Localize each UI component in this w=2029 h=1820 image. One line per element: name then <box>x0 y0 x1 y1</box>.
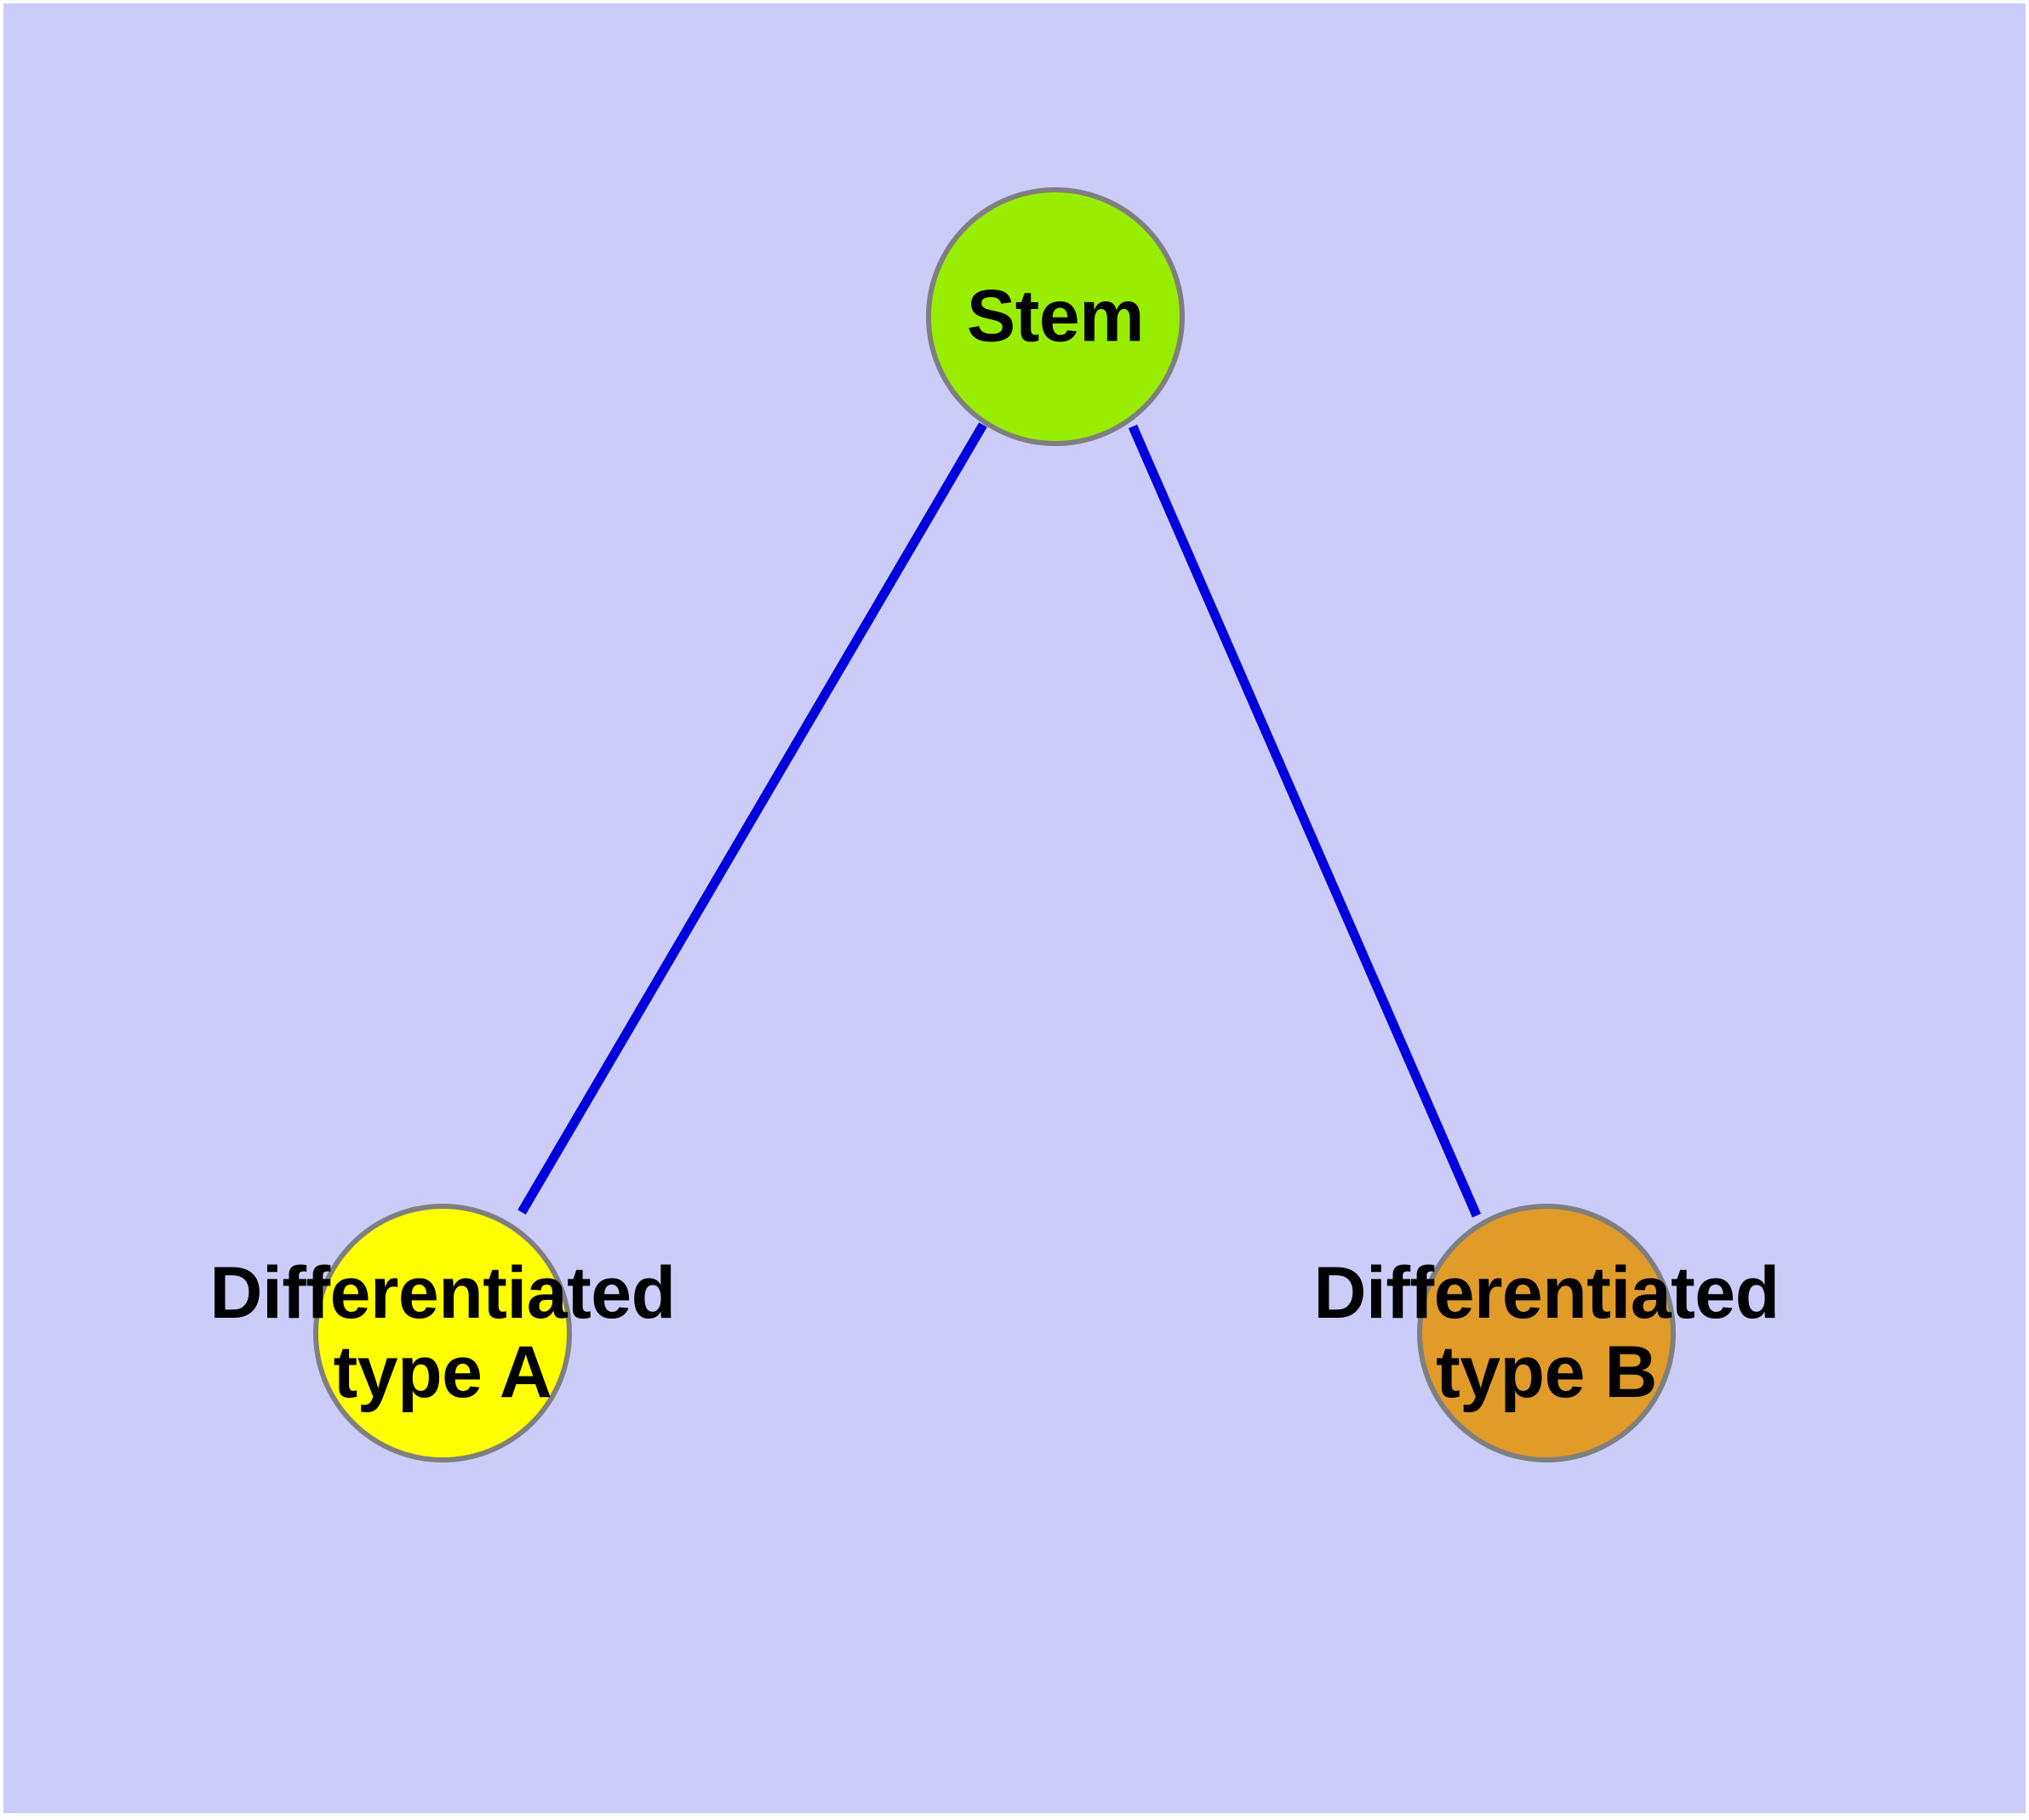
edge-stem-to-type-b <box>1128 424 1482 1218</box>
node-differentiated-type-b[interactable] <box>1417 1204 1676 1462</box>
node-stem[interactable] <box>926 187 1185 446</box>
edge-stem-to-type-a <box>517 422 987 1215</box>
node-differentiated-type-a[interactable] <box>313 1204 572 1462</box>
